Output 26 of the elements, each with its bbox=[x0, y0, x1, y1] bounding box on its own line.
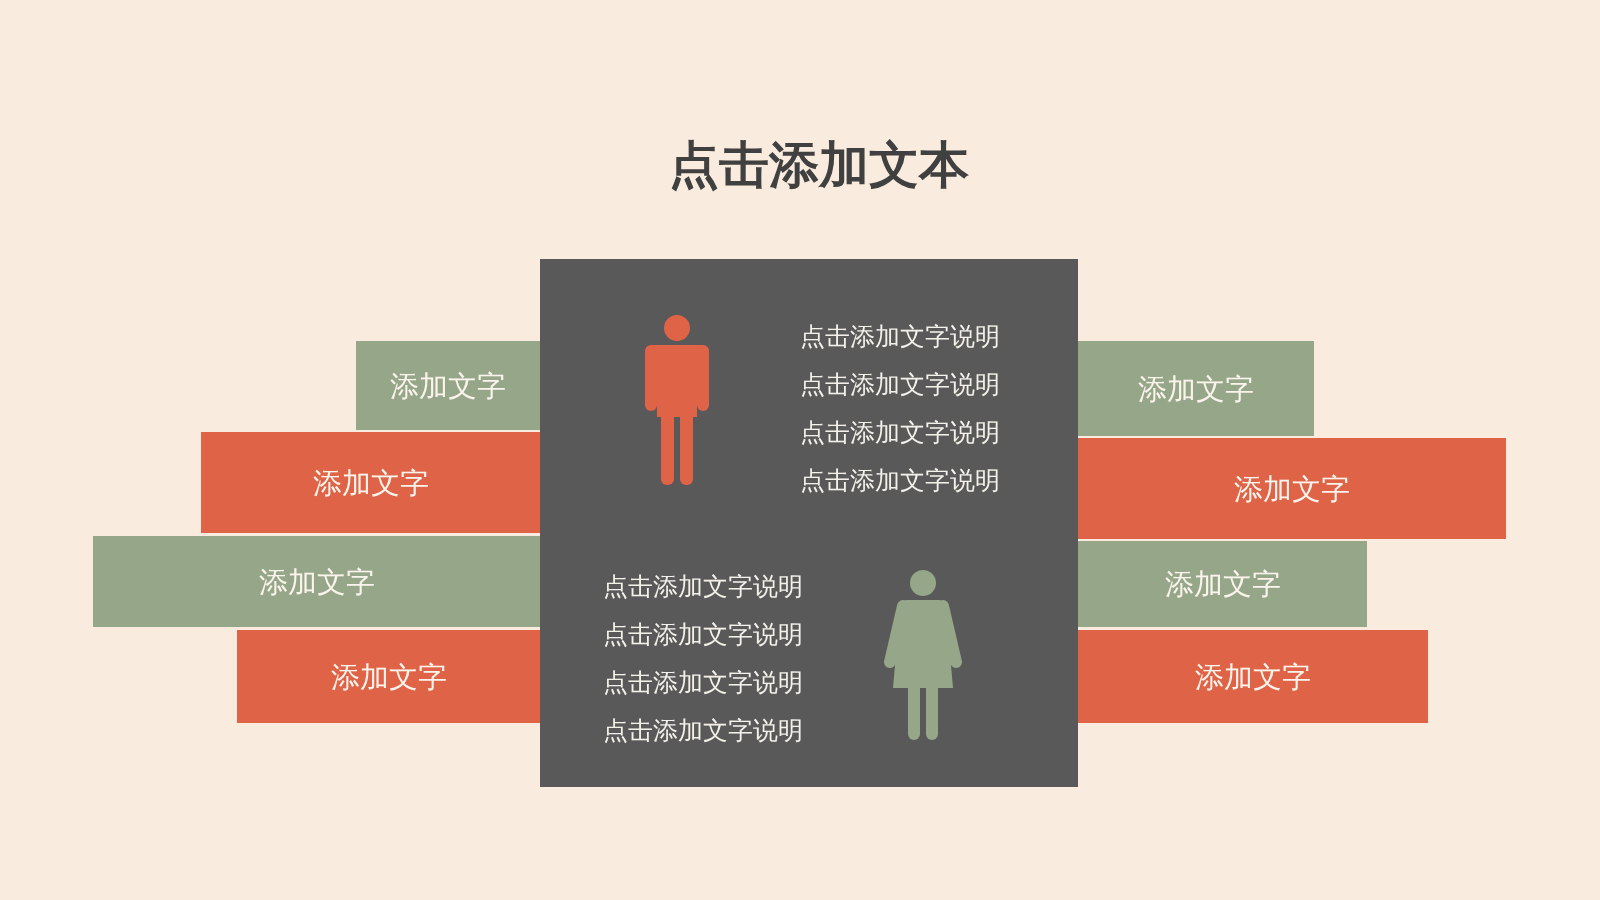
bar-label: 添加文字 bbox=[258, 563, 375, 600]
description-text: 点击添加文字说明 bbox=[603, 619, 803, 651]
label-bar bbox=[237, 630, 540, 723]
label-bar bbox=[93, 536, 540, 627]
description-text: 点击添加文字说明 bbox=[800, 321, 1000, 353]
label-bar bbox=[1078, 438, 1506, 539]
description-text: 点击添加文字说明 bbox=[603, 715, 803, 747]
label-bar bbox=[1078, 341, 1314, 436]
bar-label: 添加文字 bbox=[1138, 370, 1254, 407]
label-bar bbox=[1078, 541, 1367, 627]
bar-label: 添加文字 bbox=[1195, 658, 1311, 695]
description-text: 点击添加文字说明 bbox=[800, 417, 1000, 449]
content-panel bbox=[540, 259, 1078, 787]
bar-label: 添加文字 bbox=[390, 367, 506, 404]
title-heading: 点击添加文本 bbox=[669, 135, 969, 196]
description-text: 点击添加文字说明 bbox=[800, 465, 1000, 497]
description-text: 点击添加文字说明 bbox=[603, 571, 803, 603]
bar-label: 添加文字 bbox=[1234, 470, 1350, 507]
bar-label: 添加文字 bbox=[312, 464, 429, 501]
description-text: 点击添加文字说明 bbox=[800, 369, 1000, 401]
description-text: 点击添加文字说明 bbox=[603, 667, 803, 699]
bar-label: 添加文字 bbox=[1164, 566, 1281, 602]
label-bar bbox=[201, 432, 540, 533]
label-bar bbox=[356, 341, 540, 430]
label-bar bbox=[1078, 630, 1428, 723]
bar-label: 添加文字 bbox=[330, 658, 447, 695]
